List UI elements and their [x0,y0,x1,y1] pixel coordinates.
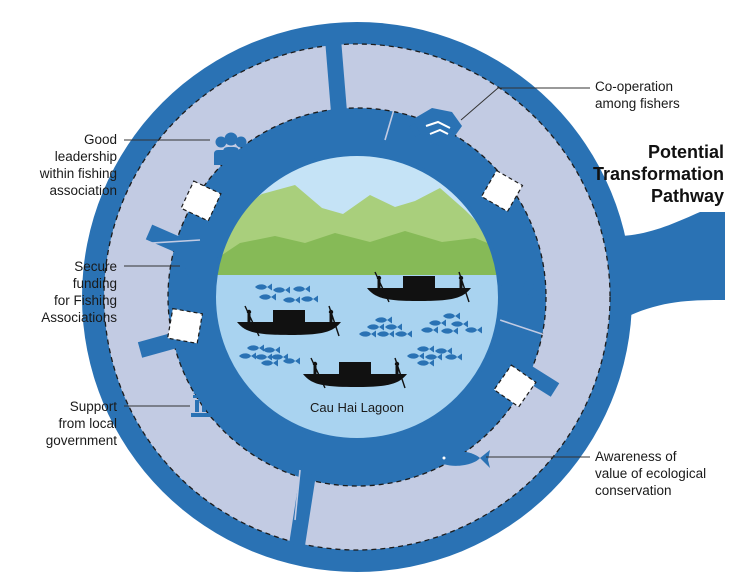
pathway-title: Potential Transformation Pathway [593,141,724,207]
people-group-icon [214,132,248,166]
label-government-line-2: from local [58,416,117,431]
pathway-title-line-2: Transformation [592,164,724,184]
label-funding-line-2: funding [72,276,117,291]
handshake-icon [409,108,462,146]
government-building-icon [191,384,227,417]
label-leadership-line-3: within fishing [39,166,117,181]
pathway-title-line-1: Potential [647,142,724,162]
question-mark-icon: ? [522,275,540,308]
label-awareness-line-3: conservation [595,483,672,498]
label-leadership: Good leadership within fishing associati… [40,131,117,199]
label-funding: Secure funding for Fishing Associations [41,258,117,326]
label-government-line-1: Support [69,399,117,414]
segment-ring-inner-dash [167,107,547,487]
mountain-front [214,231,500,275]
pathway-arrow [600,212,725,320]
label-awareness-line-2: value of ecological [595,466,707,481]
label-government: Support from local government [46,398,117,449]
segment-dividers [137,38,560,547]
label-leadership-line-4: association [49,183,117,198]
leader-lines [124,87,590,458]
label-funding-line-1: Secure [74,259,117,274]
label-cooperation: Co-operation among fishers [595,78,680,112]
label-leadership-line-1: Good [83,132,117,147]
segment-thin-lines [119,71,576,521]
dollar-sign-icon: $ [184,255,201,288]
label-leadership-line-2: leadership [54,149,117,164]
fish-icon [436,450,490,468]
label-awareness-line-1: Awareness of [595,449,677,464]
segment-ring-outer-dash [103,43,611,551]
segment-ring [104,44,610,550]
lake-name-label: Cau Hai Lagoon [310,400,404,415]
label-funding-line-4: Associations [41,310,117,325]
label-awareness: Awareness of value of ecological conserv… [595,448,706,499]
label-cooperation-line-2: among fishers [595,96,680,111]
lake-rim [212,152,502,442]
label-cooperation-line-1: Co-operation [595,79,674,94]
label-funding-line-3: for Fishing [53,293,117,308]
gap-squares [166,169,537,408]
pathway-title-line-3: Pathway [650,186,724,206]
label-government-line-3: government [45,433,117,448]
